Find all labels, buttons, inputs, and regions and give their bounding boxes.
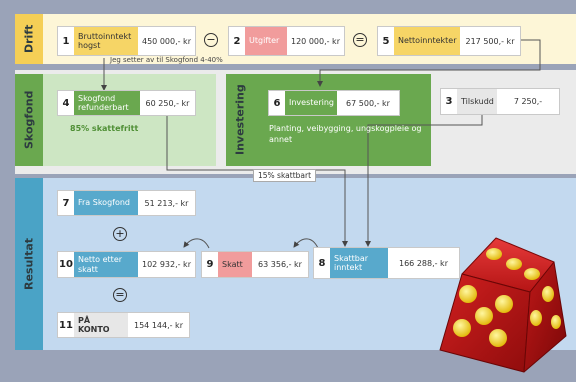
box-utgifter: 2 Utgifter 120 000,- kr <box>228 26 345 56</box>
minus-operator: − <box>204 33 218 47</box>
skogfond-allocation-note: Jeg setter av til Skogfond 4-40% <box>110 56 223 64</box>
box-netto-etter-skatt: 10 Netto etter skatt 102 932,- kr <box>57 251 196 278</box>
plus-operator: + <box>113 227 127 241</box>
box-number: 3 <box>445 96 453 107</box>
box-label: Skatt <box>218 252 252 277</box>
equals-operator: = <box>353 33 367 47</box>
box-number: 4 <box>62 97 70 109</box>
box-value: 51 213,- kr <box>144 198 189 208</box>
box-value: 450 000,- kr <box>142 36 191 46</box>
dice-icon <box>439 237 567 373</box>
box-label: Utgifter <box>245 27 287 55</box>
skattefritt-note: 85% skattefritt <box>70 124 139 133</box>
box-label: Netto etter skatt <box>74 252 138 277</box>
box-tilskudd: 3 Tilskudd 7 250,- <box>440 88 560 115</box>
box-skatt: 9 Skatt 63 356,- kr <box>201 251 309 278</box>
line-5-to-6 <box>317 39 541 87</box>
box-value: 102 932,- kr <box>142 260 191 269</box>
box-label: Investering <box>285 91 337 115</box>
box-number: 6 <box>273 97 281 109</box>
box-number: 7 <box>62 197 70 209</box>
box-skogfond-refunderbart: 4 Skogfond refunderbart 60 250,- kr <box>57 90 196 116</box>
arrow-9-to-10 <box>183 238 210 249</box>
box-value: 60 250,- kr <box>145 98 190 108</box>
box-number: 10 <box>59 259 73 270</box>
box-number: 1 <box>62 35 70 47</box>
box-fra-skogfond: 7 Fra Skogfond 51 213,- kr <box>57 190 196 216</box>
box-skattbar-inntekt: 8 Skattbar inntekt 166 288,- kr <box>313 247 460 279</box>
box-value: 166 288,- kr <box>399 258 448 268</box>
box-value: 154 144,- kr <box>134 320 183 330</box>
box-value: 120 000,- kr <box>291 36 340 46</box>
box-number: 9 <box>206 259 214 270</box>
box-value: 67 500,- kr <box>346 98 390 108</box>
box-number: 11 <box>59 319 73 331</box>
box-investering: 6 Investering 67 500,- kr <box>268 90 400 116</box>
box-pa-konto: 11 PÅ KONTO 154 144,- kr <box>57 312 190 338</box>
box-label: PÅ KONTO <box>74 313 128 337</box>
box-label: Fra Skogfond <box>74 191 138 215</box>
arrow-8-to-9 <box>293 238 319 249</box>
investering-band <box>226 74 431 166</box>
skogfond-band <box>15 74 216 166</box>
box-value: 217 500,- kr <box>465 36 515 46</box>
box-value: 63 356,- kr <box>258 260 302 269</box>
investering-description: Planting, veibygging, ungskogpleie og an… <box>269 124 422 145</box>
box-number: 5 <box>382 35 390 47</box>
box-label: Tilskudd <box>457 89 497 114</box>
line-3-to-8 <box>365 113 483 247</box>
box-label: Bruttoinntekt hogst <box>74 27 138 55</box>
skattbart-tag: 15% skattbart <box>253 169 317 182</box>
box-label: Skogfond refunderbart <box>74 91 140 115</box>
box-bruttoinntekt: 1 Bruttoinntekt hogst 450 000,- kr <box>57 26 196 56</box>
box-number: 8 <box>318 257 326 269</box>
equals-operator-2: = <box>113 288 127 302</box>
box-label: Skattbar inntekt <box>330 248 388 278</box>
box-nettoinntekter: 5 Nettoinntekter 217 500,- kr <box>377 26 521 56</box>
box-label: Nettoinntekter <box>394 27 460 55</box>
box-value: 7 250,- <box>513 97 543 106</box>
box-number: 2 <box>233 35 241 47</box>
